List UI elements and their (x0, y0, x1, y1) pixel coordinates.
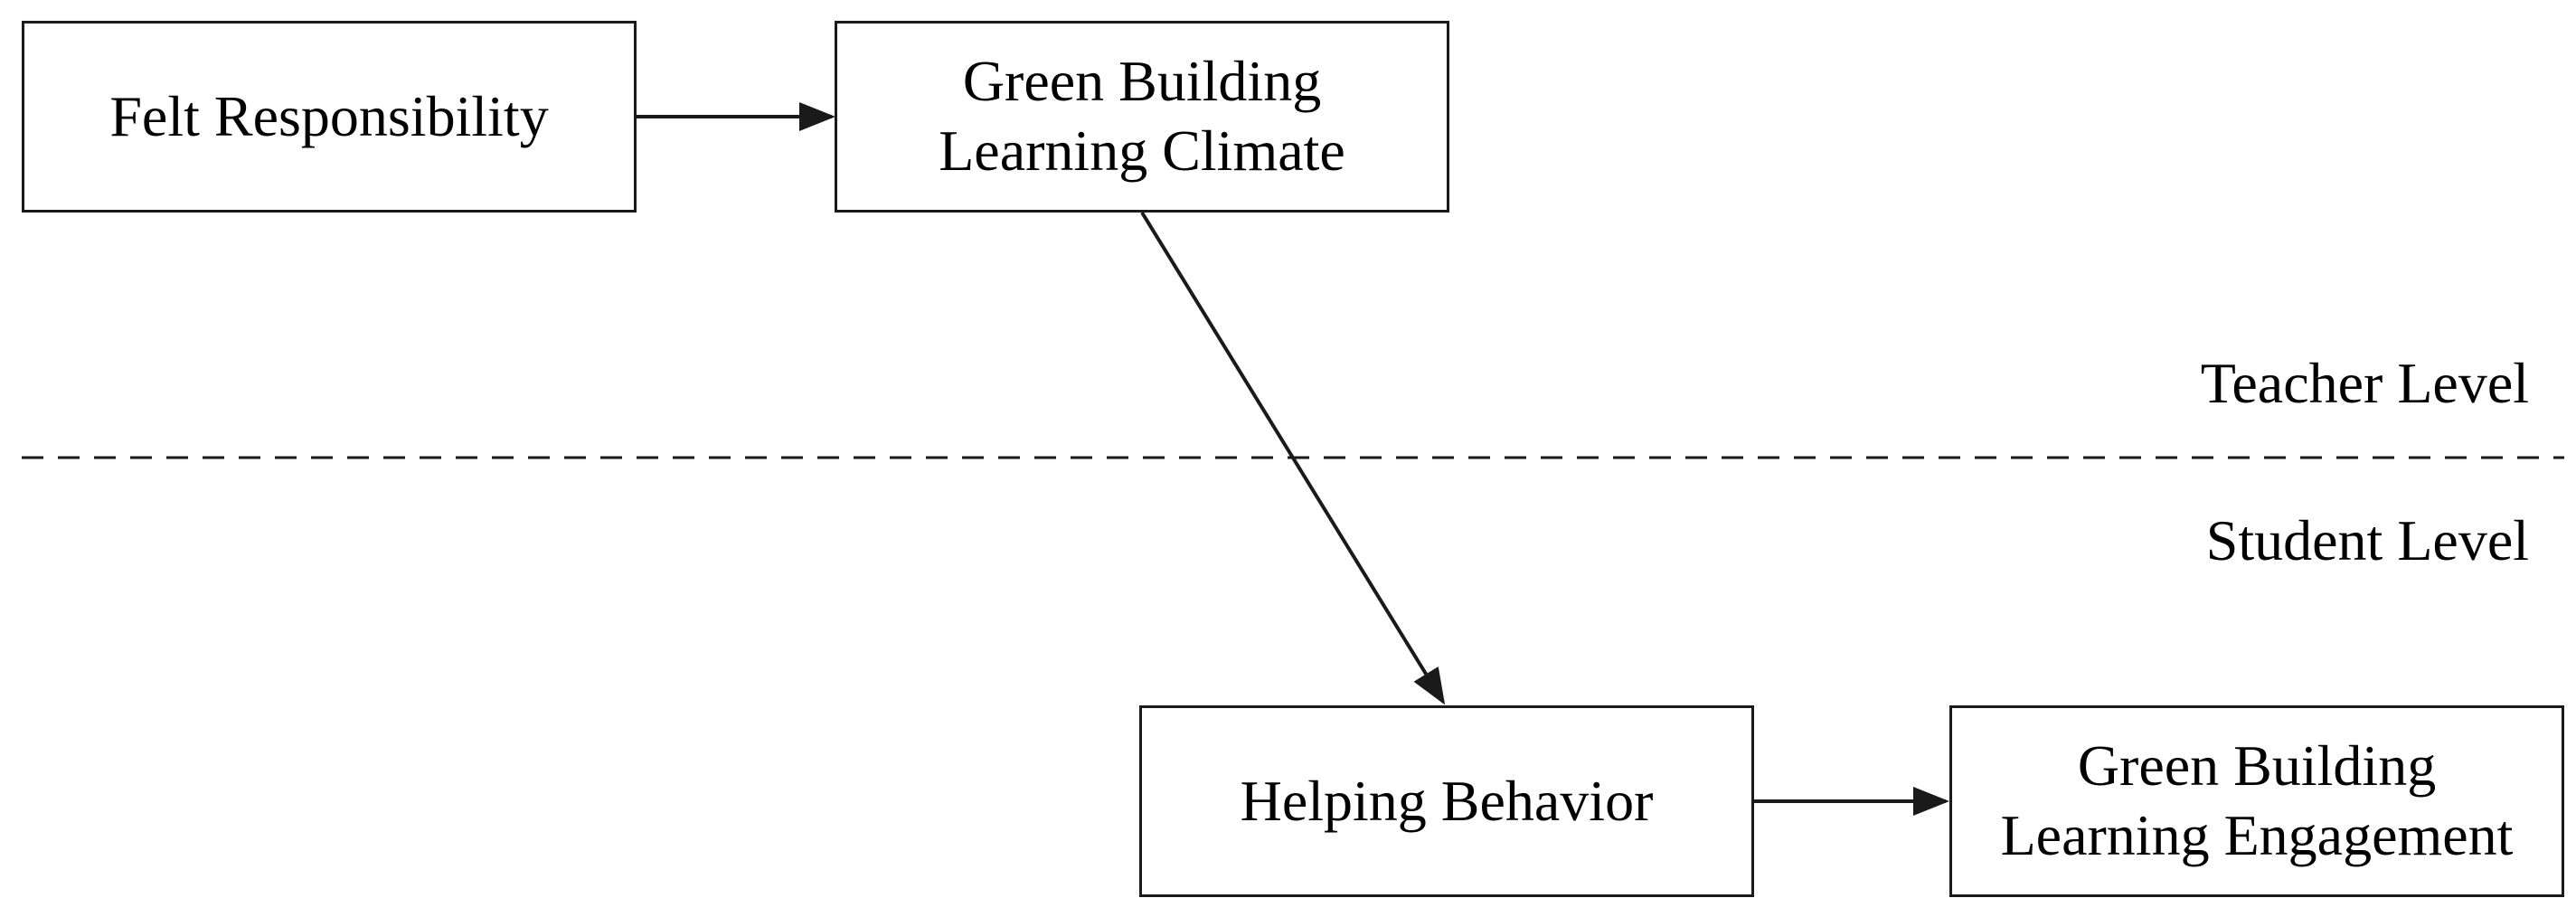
node-label-line: Green Building (962, 49, 1322, 114)
node-label: Green Building Learning Climate (939, 47, 1345, 186)
node-label: Green Building Learning Engagement (2001, 732, 2514, 871)
student-level-label: Student Level (2205, 508, 2529, 572)
node-helping-behavior: Helping Behavior (1139, 705, 1754, 897)
node-green-building-learning-engagement: Green Building Learning Engagement (1949, 705, 2564, 897)
node-label-line: Learning Engagement (2000, 803, 2514, 867)
node-label: Helping Behavior (1241, 767, 1654, 837)
node-green-building-learning-climate: Green Building Learning Climate (835, 21, 1449, 213)
teacher-level-label: Teacher Level (2200, 351, 2529, 415)
node-label: Felt Responsibility (109, 82, 548, 152)
node-felt-responsibility: Felt Responsibility (22, 21, 637, 213)
node-label-line: Helping Behavior (1240, 768, 1654, 833)
node-label-line: Learning Climate (939, 118, 1345, 183)
node-label-line: Felt Responsibility (109, 83, 549, 148)
node-label-line: Green Building (2077, 733, 2437, 799)
arrow-climate-to-helping (1140, 211, 1446, 705)
